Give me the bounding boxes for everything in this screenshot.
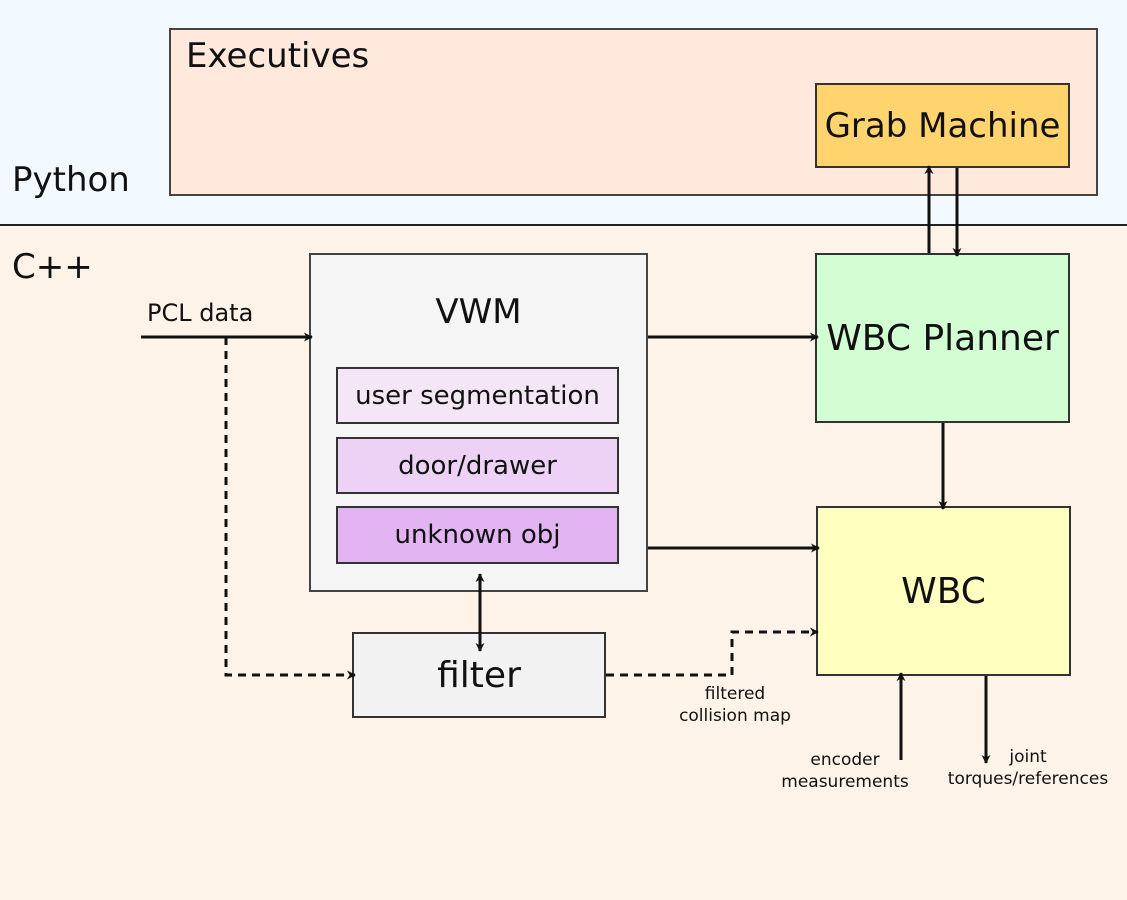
door-drawer-module: door/drawer <box>336 437 619 494</box>
wbc-box: WBC <box>816 506 1071 676</box>
grab-machine-box: Grab Machine <box>815 83 1070 168</box>
pcl-to-filter-dashed-arrow <box>224 337 356 680</box>
filtered-label-line2: collision map <box>679 706 791 726</box>
user-segmentation-module: user segmentation <box>336 367 619 424</box>
encoder-measurements-label: encoder measurements <box>775 749 915 793</box>
unknown-obj-label: unknown obj <box>394 520 561 550</box>
wbc-label: WBC <box>901 570 986 612</box>
pcl-data-label: PCL data <box>147 299 254 327</box>
user-segmentation-label: user segmentation <box>355 380 600 411</box>
joint-label-line2: torques/references <box>947 769 1109 789</box>
wbc-planner-box: WBC Planner <box>815 253 1070 423</box>
vwm-title: VWM <box>435 292 522 332</box>
executives-title: Executives <box>186 36 370 76</box>
python-label: Python <box>12 160 130 200</box>
filter-to-wbc-dashed-arrow <box>606 627 819 677</box>
wbc-planner-label: WBC Planner <box>826 317 1059 359</box>
joint-torques-label: joint torques/references <box>940 746 1116 790</box>
door-drawer-label: door/drawer <box>398 450 557 481</box>
encoder-label-line1: encoder <box>810 750 880 770</box>
unknown-obj-module: unknown obj <box>336 506 619 564</box>
grab-machine-label: Grab Machine <box>824 105 1061 146</box>
joint-label-line1: joint <box>1009 747 1047 767</box>
filtered-collision-map-label: filtered collision map <box>670 683 800 727</box>
cpp-label: C++ <box>12 247 93 287</box>
filtered-label-line1: filtered <box>704 684 766 704</box>
language-divider <box>0 224 1127 226</box>
filter-label: filter <box>437 654 521 696</box>
encoder-label-line2: measurements <box>781 772 909 792</box>
